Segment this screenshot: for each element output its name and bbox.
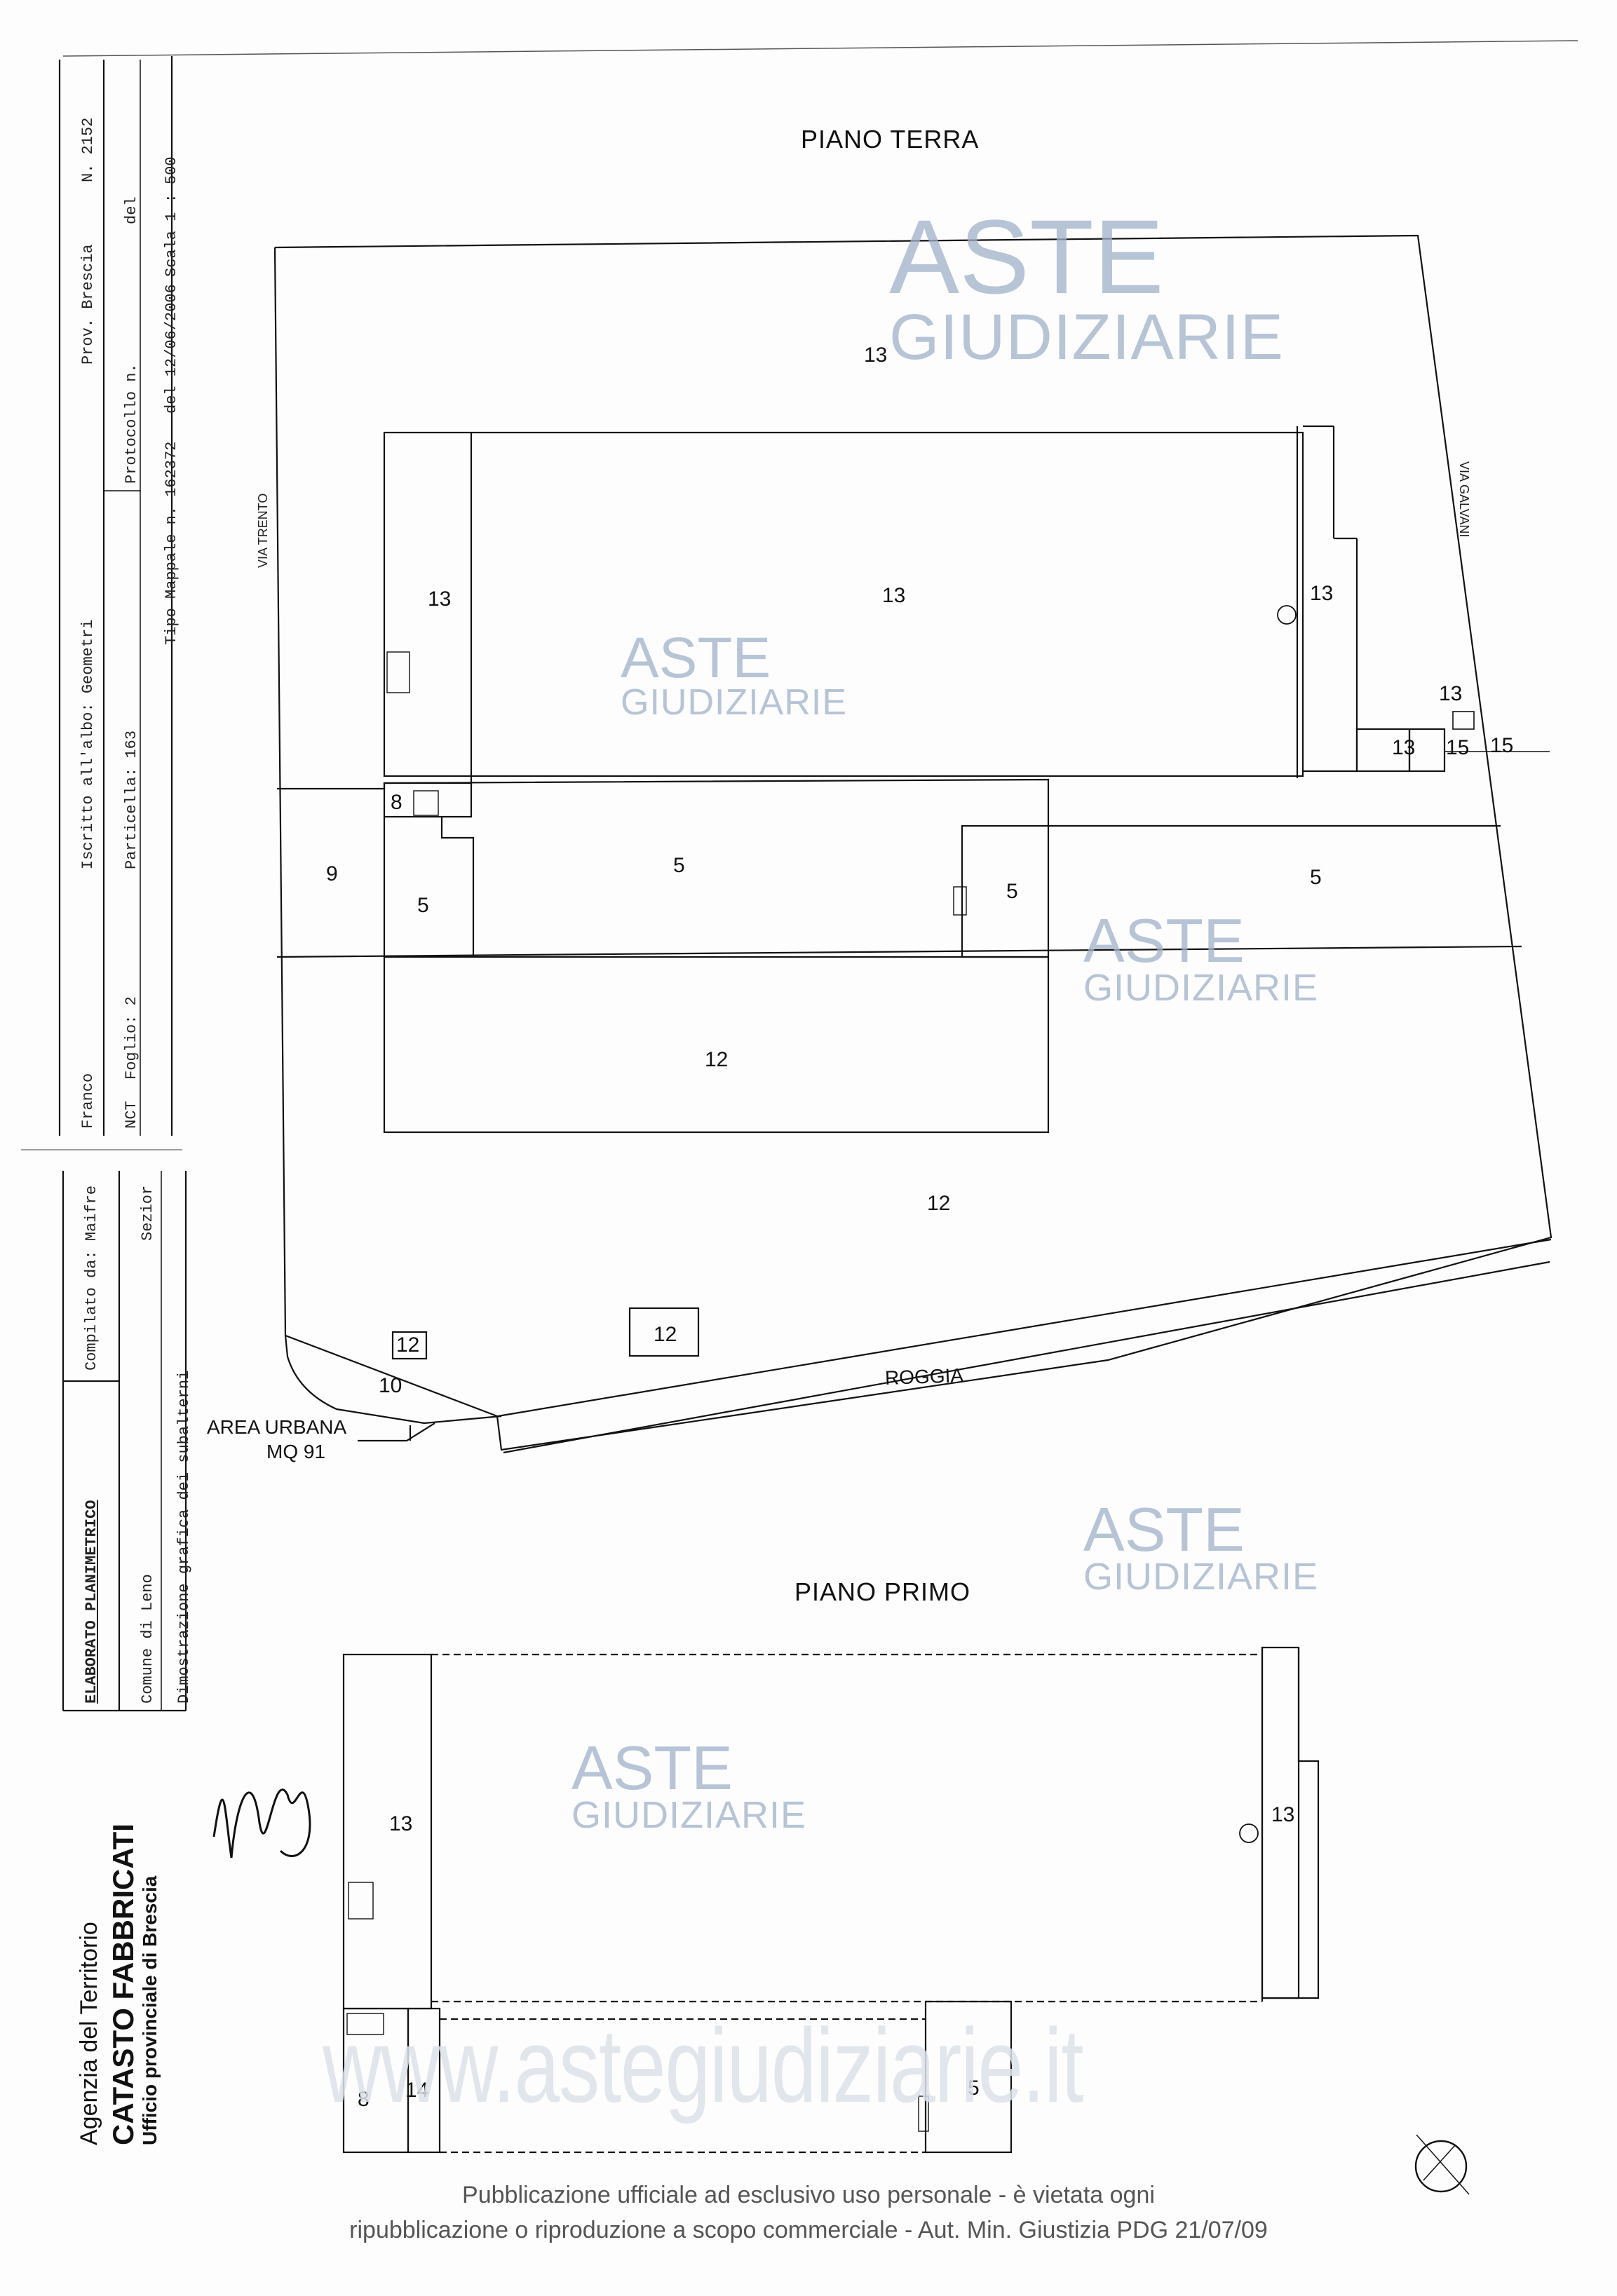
sub-label: 13 bbox=[864, 344, 888, 367]
sub-label: 5 bbox=[1310, 866, 1322, 889]
sub-label: 14 bbox=[405, 2079, 429, 2102]
site-watermark: www.astegiudiziarie.it bbox=[323, 2006, 1084, 2124]
aste-watermark: ASTE GIUDIZIARIE bbox=[621, 626, 848, 723]
area-urbana-size: MQ 91 bbox=[266, 1441, 326, 1462]
aste-watermark: ASTE GIUDIZIARIE bbox=[889, 198, 1285, 373]
sub-label: 13 bbox=[1392, 736, 1416, 759]
footer-line-2: ripubblicazione o riproduzione a scopo c… bbox=[349, 2217, 1268, 2243]
header-franco: Franco bbox=[79, 1073, 97, 1129]
aste-watermark: ASTE GIUDIZIARIE bbox=[1083, 906, 1319, 1009]
header-particella: Particella: 163 bbox=[123, 730, 140, 869]
sub-label: 15 bbox=[1446, 736, 1470, 759]
header-tipo-mappale: Tipo Mappale n. 162372 bbox=[163, 441, 180, 645]
header-compilato: Compilato da: Maifre bbox=[83, 1185, 100, 1371]
sub-label: 12 bbox=[927, 1192, 951, 1215]
header-foglio: Foglio: 2 bbox=[123, 996, 140, 1080]
header-protocollo: Protocollo n. bbox=[123, 363, 140, 484]
agency-name: Agenzia del Territorio bbox=[76, 1922, 102, 2145]
sub-label: 8 bbox=[358, 2088, 370, 2111]
header-comune: Comune di Leno bbox=[139, 1574, 156, 1704]
sub-label: 13 bbox=[389, 1812, 413, 1835]
sub-label: 13 bbox=[428, 587, 452, 611]
sub-label: 12 bbox=[705, 1048, 729, 1071]
sub-label: 5 bbox=[968, 2077, 980, 2100]
footer-line-1: Pubblicazione ufficiale ad esclusivo uso… bbox=[462, 2182, 1155, 2208]
header-nct: NCT bbox=[123, 1101, 140, 1129]
sub-label: 8 bbox=[391, 791, 402, 814]
street-via-galvani: VIA GALVANI bbox=[1457, 461, 1471, 538]
roggia-label: ROGGIA bbox=[884, 1364, 964, 1389]
aste-watermark: ASTE GIUDIZIARIE bbox=[571, 1733, 807, 1836]
header-number: N. 2152 bbox=[79, 117, 97, 182]
header-del: del bbox=[123, 196, 140, 224]
sub-label: 13 bbox=[882, 584, 906, 607]
sub-label: 15 bbox=[1490, 734, 1514, 757]
header-del-date: del 12/06/2006 bbox=[163, 284, 180, 414]
ground-floor-title: PIANO TERRA bbox=[801, 125, 980, 154]
header-iscritto: Iscritto all'albo: Geometri bbox=[79, 619, 97, 869]
sub-label: 12 bbox=[396, 1333, 420, 1357]
sub-label: 5 bbox=[417, 894, 429, 917]
sub-label: 5 bbox=[673, 854, 685, 877]
first-floor-title: PIANO PRIMO bbox=[794, 1577, 971, 1606]
agency-office: Ufficio provinciale di Brescia bbox=[139, 1875, 161, 2145]
sub-label: 12 bbox=[654, 1323, 677, 1346]
street-via-trento: VIA TRENTO bbox=[256, 493, 270, 568]
header-sezione: Sezior bbox=[139, 1185, 156, 1241]
sub-label: 5 bbox=[1006, 880, 1018, 903]
header-scala: Scala 1 : 500 bbox=[163, 156, 180, 277]
sub-label: 10 bbox=[379, 1374, 402, 1397]
sub-label: 13 bbox=[1271, 1803, 1295, 1826]
header-dimostrazione: Dimostrazione grafica dei subalterni bbox=[175, 1370, 193, 1704]
agency-catasto: CATASTO FABBRICATI bbox=[107, 1823, 140, 2145]
header-elaborato: ELABORATO PLANIMETRICO bbox=[83, 1500, 100, 1704]
area-urbana-label: AREA URBANA bbox=[207, 1416, 347, 1438]
sub-label: 13 bbox=[1310, 582, 1334, 605]
aste-watermark: ASTE GIUDIZIARIE bbox=[1083, 1495, 1319, 1598]
sub-label: 13 bbox=[1439, 682, 1463, 705]
header-prov: Prov. Brescia bbox=[79, 244, 97, 365]
sub-label: 9 bbox=[326, 862, 338, 885]
